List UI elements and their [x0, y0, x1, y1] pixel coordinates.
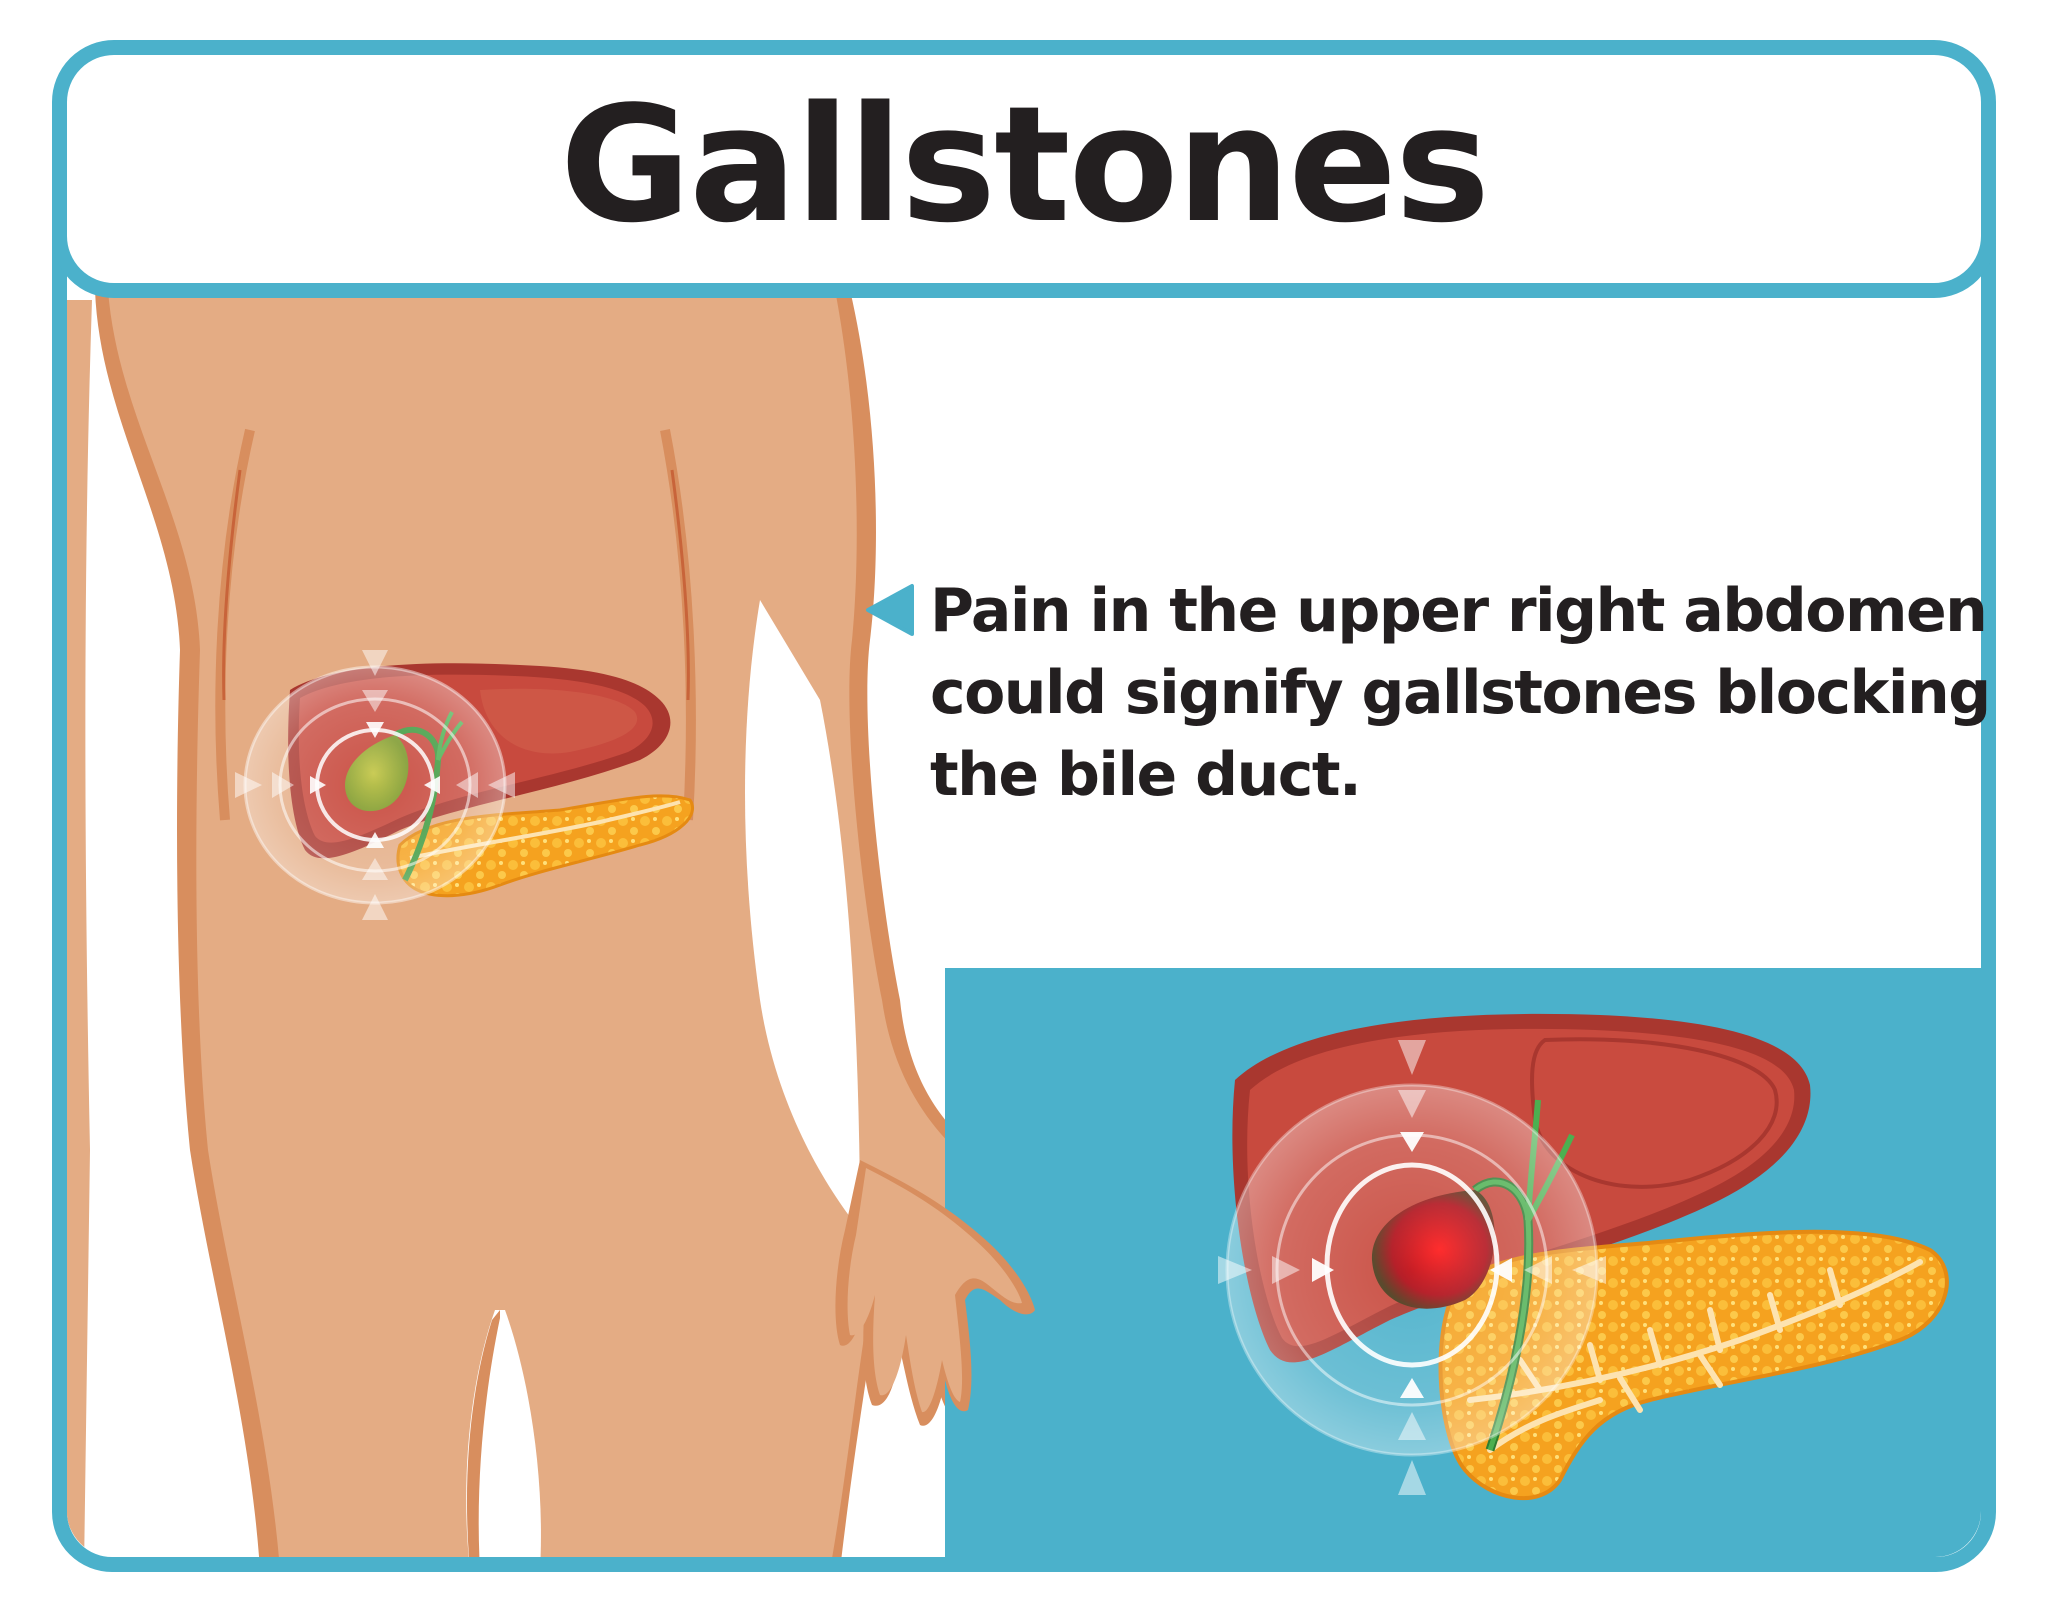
pointer-triangle-icon — [866, 584, 914, 636]
symptom-caption: Pain in the upper right abdomen could si… — [930, 570, 1991, 816]
human-body-figure — [67, 290, 1053, 1557]
page-title: Gallstones — [559, 71, 1490, 258]
body-organs — [235, 650, 694, 920]
caption-line: could signify gallstones blocking — [930, 658, 1991, 728]
closeup-organs — [1218, 1013, 1949, 1501]
caption-line: Pain in the upper right abdomen — [930, 576, 1988, 646]
caption-line: the bile duct. — [930, 740, 1362, 810]
title-banner: Gallstones — [52, 40, 1996, 298]
hand-figure — [835, 1160, 1035, 1426]
